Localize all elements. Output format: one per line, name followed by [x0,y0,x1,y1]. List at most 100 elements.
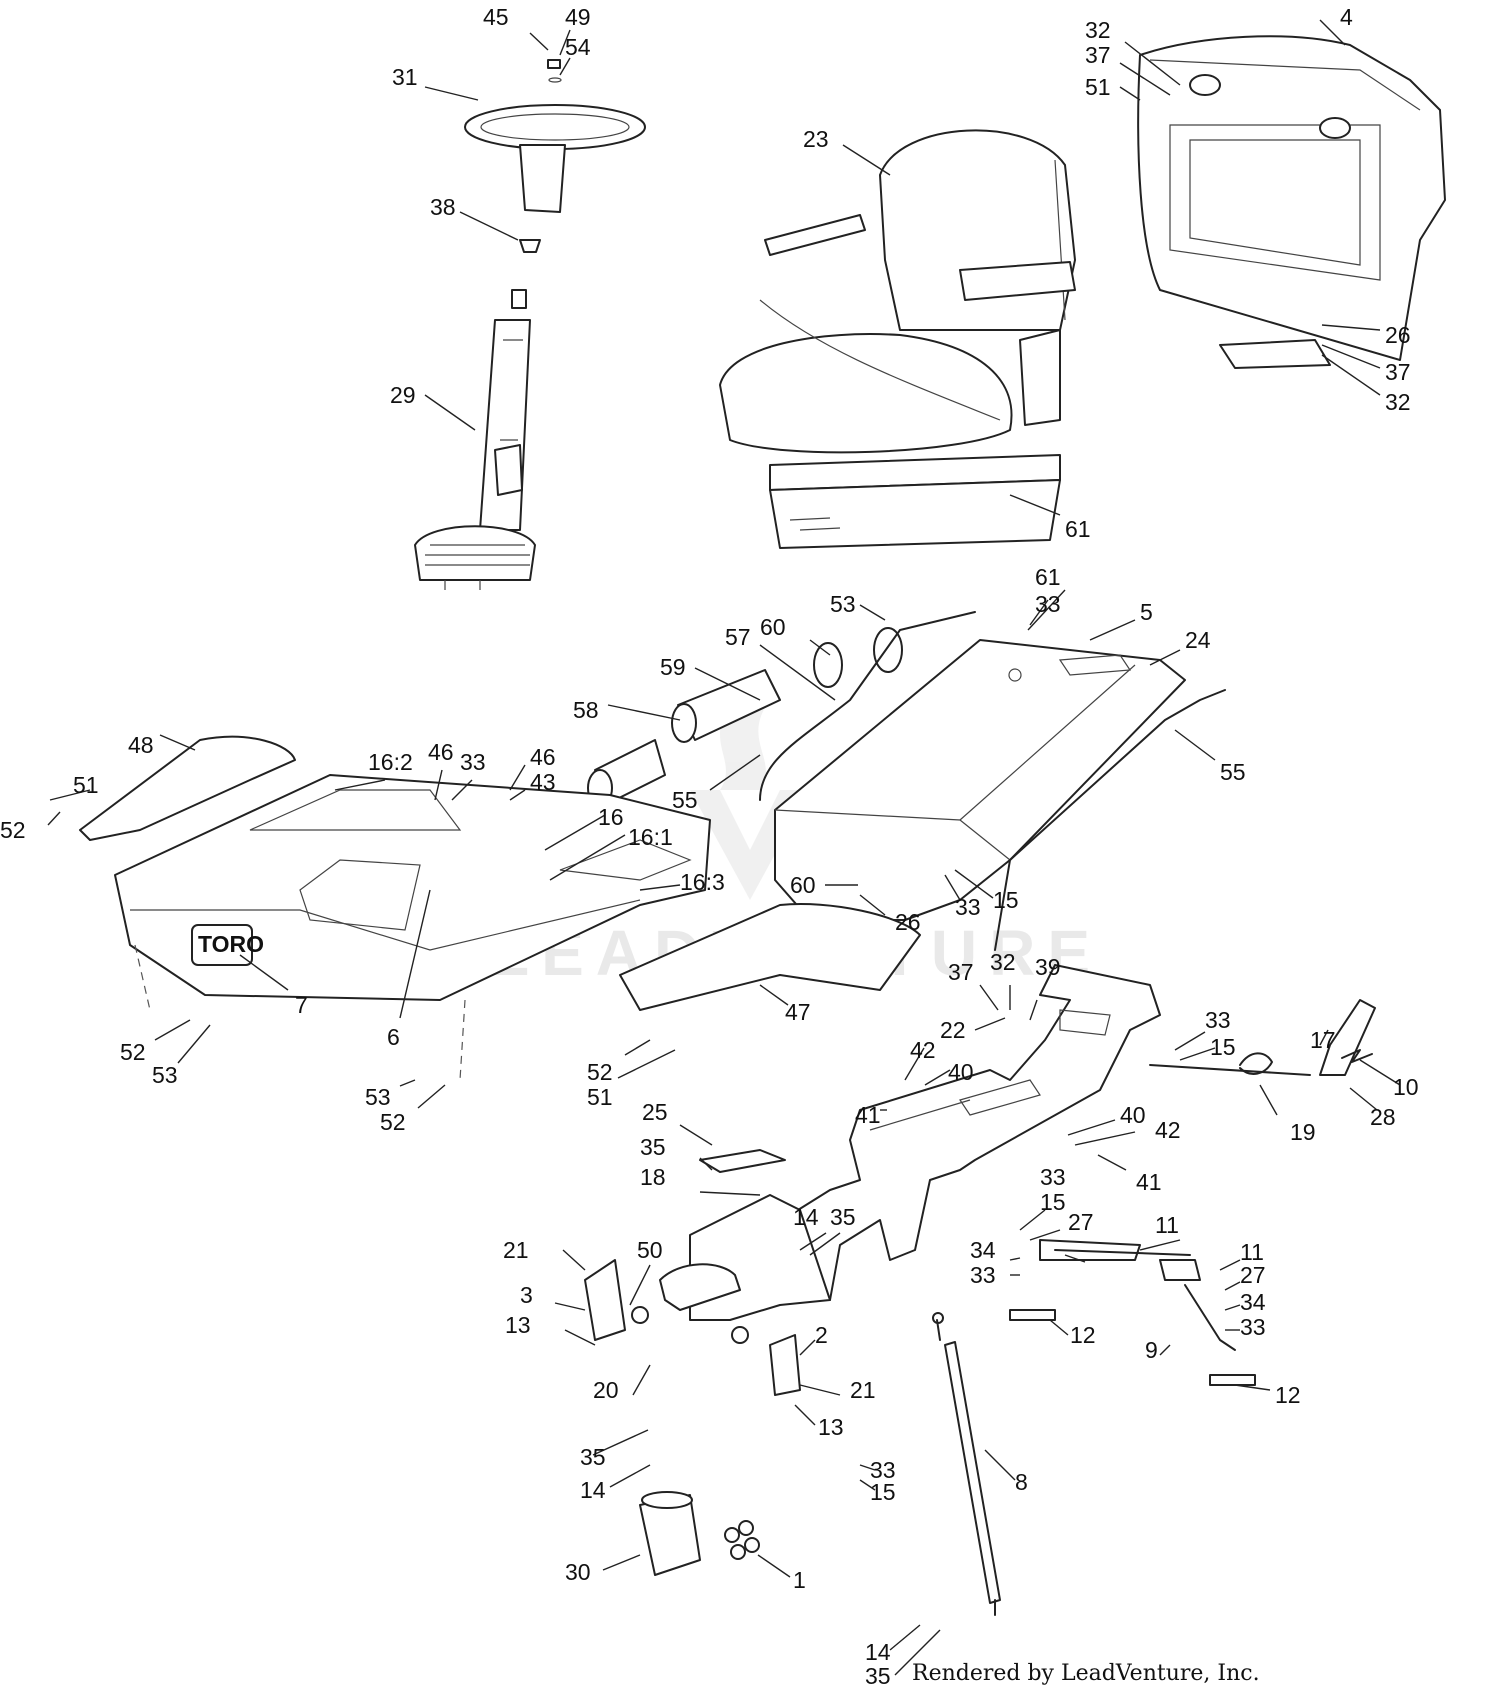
callout-41: 41 [1136,1169,1162,1195]
linkage-shaft [1009,1239,1256,1386]
callout-16-3: 16:3 [680,869,725,895]
callout-27: 27 [1240,1262,1266,1288]
callout-61: 61 [1065,516,1091,542]
callout-5: 5 [1140,599,1153,625]
callout-18: 18 [640,1164,666,1190]
callout-45: 45 [483,4,509,30]
callout-52: 52 [0,817,26,843]
callout-53: 53 [830,591,856,617]
callout-33: 33 [1035,591,1061,617]
callout-33: 33 [1240,1314,1266,1340]
callout-32: 32 [990,949,1016,975]
callout-32: 32 [1085,17,1111,43]
callout-20: 20 [593,1377,619,1403]
callout-10: 10 [1393,1074,1419,1100]
callout-57: 57 [725,624,751,650]
callout-12: 12 [1070,1322,1096,1348]
toro-logo: TORO [198,931,264,957]
callout-60: 60 [790,872,816,898]
callout-40: 40 [948,1059,974,1085]
callout-51: 51 [587,1084,613,1110]
steering-column [414,289,536,590]
callout-33: 33 [970,1262,996,1288]
callout-15: 15 [1210,1034,1236,1060]
callout-52: 52 [587,1059,613,1085]
leader-lines [47,19,1401,1676]
callout-35: 35 [580,1444,606,1470]
callout-6: 6 [387,1024,400,1050]
front-body-hood [79,735,921,1011]
callout-33: 33 [1205,1007,1231,1033]
callout-49: 49 [565,4,591,30]
callout-14: 14 [793,1204,819,1230]
callout-26: 26 [1385,322,1411,348]
pedal-arm [1149,999,1376,1076]
hood-guide-left [134,944,151,1011]
callout-33: 33 [460,749,486,775]
callout-2: 2 [815,1322,828,1348]
operator-seat [719,129,1076,549]
callout-22: 22 [940,1017,966,1043]
callout-40: 40 [1120,1102,1146,1128]
callout-27: 27 [1068,1209,1094,1235]
callout-25: 25 [642,1099,668,1125]
callout-labels: 45 49 54 31 38 29 23 61 32 37 51 4 26 37… [0,4,1419,1687]
callout-32: 32 [1385,389,1411,415]
callout-3: 3 [520,1282,533,1308]
callout-51: 51 [1085,74,1111,100]
rear-hood-panel [1137,35,1446,369]
callout-12: 12 [1275,1382,1301,1408]
callout-21: 21 [850,1377,876,1403]
callout-46: 46 [428,739,454,765]
callout-8: 8 [1015,1469,1028,1495]
callout-15: 15 [870,1479,896,1505]
callout-43: 43 [530,769,556,795]
callout-46: 46 [530,744,556,770]
callout-61: 61 [1035,564,1061,590]
callout-59: 59 [660,654,686,680]
callout-1: 1 [793,1567,806,1593]
callout-48: 48 [128,732,154,758]
callout-9: 9 [1145,1337,1158,1363]
callout-53: 53 [365,1084,391,1110]
callout-35: 35 [830,1204,856,1230]
callout-58: 58 [573,697,599,723]
credit-text: Rendered by LeadVenture, Inc. [912,1661,1260,1686]
callout-42: 42 [910,1037,936,1063]
callout-54: 54 [565,34,591,60]
callout-16: 16 [598,804,624,830]
callout-34: 34 [970,1237,996,1263]
callout-11: 11 [1155,1212,1179,1238]
callout-34: 34 [1240,1289,1266,1315]
callout-47: 47 [785,999,811,1025]
callout-37: 37 [1385,359,1411,385]
callout-52: 52 [120,1039,146,1065]
callout-19: 19 [1290,1119,1316,1145]
callout-21: 21 [503,1237,529,1263]
callout-14: 14 [580,1477,606,1503]
callout-37: 37 [1085,42,1111,68]
callout-26: 26 [895,909,921,935]
callout-33: 33 [870,1457,896,1483]
callout-7: 7 [295,992,308,1018]
floor-plate [774,639,1186,921]
callout-55: 55 [1220,759,1246,785]
floor-tube-left [759,611,976,801]
callout-31: 31 [392,64,418,90]
steering-valve [639,1491,760,1576]
callout-13: 13 [818,1414,844,1440]
gas-spring [932,1312,1001,1616]
callout-52: 52 [380,1109,406,1135]
callout-35: 35 [865,1663,891,1687]
callout-37: 37 [948,959,974,985]
callout-15: 15 [993,887,1019,913]
callout-17: 17 [1310,1027,1336,1053]
callout-4: 4 [1340,4,1353,30]
callout-50: 50 [637,1237,663,1263]
callout-24: 24 [1185,627,1211,653]
callout-14: 14 [865,1639,891,1665]
callout-11: 11 [1240,1239,1264,1265]
floor-tube-right [994,689,1226,951]
steering-hub-cone [519,239,541,253]
